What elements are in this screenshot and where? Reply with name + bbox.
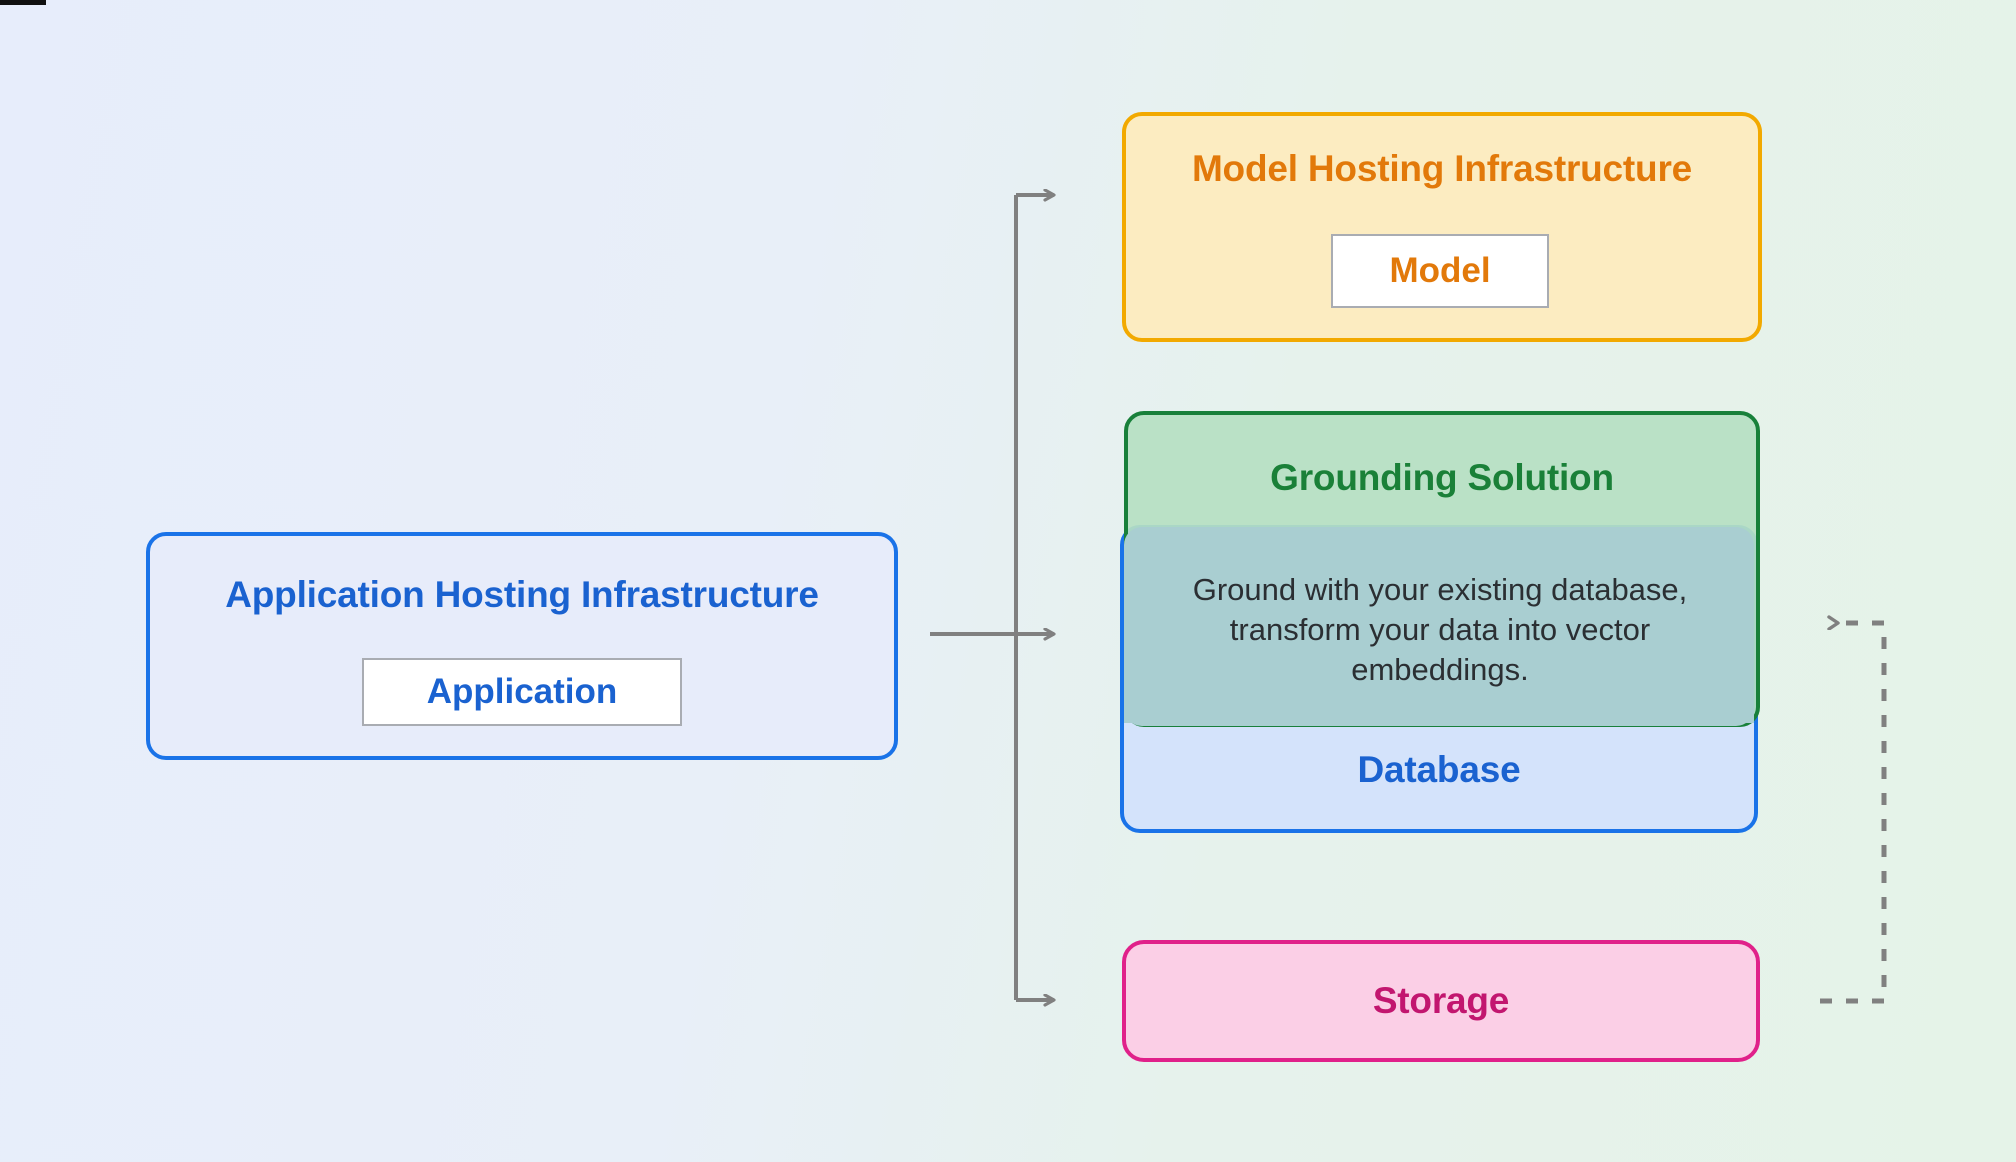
grounding-database-overlap-bottom: [1124, 690, 1754, 726]
application-hosting-title: Application Hosting Infrastructure: [225, 574, 819, 615]
model-hosting-title: Model Hosting Infrastructure: [1191, 148, 1693, 189]
storage-title: Storage: [1372, 980, 1510, 1021]
node-storage[interactable]: Storage: [1122, 940, 1760, 1062]
corner-artifact: [0, 0, 46, 5]
model-chip[interactable]: Model: [1331, 234, 1549, 308]
application-chip[interactable]: Application: [362, 658, 682, 726]
connector-storage-to-database[interactable]: [1820, 623, 1887, 1004]
overlap-description: Ground with your existing database, tran…: [1192, 572, 1688, 687]
node-application-hosting-infrastructure[interactable]: Application Hosting Infrastructure Appli…: [146, 532, 898, 760]
node-model-hosting-infrastructure[interactable]: Model Hosting Infrastructure Model: [1122, 112, 1762, 342]
database-title: Database: [1357, 749, 1521, 790]
grounding-solution-title: Grounding Solution: [1270, 457, 1614, 498]
